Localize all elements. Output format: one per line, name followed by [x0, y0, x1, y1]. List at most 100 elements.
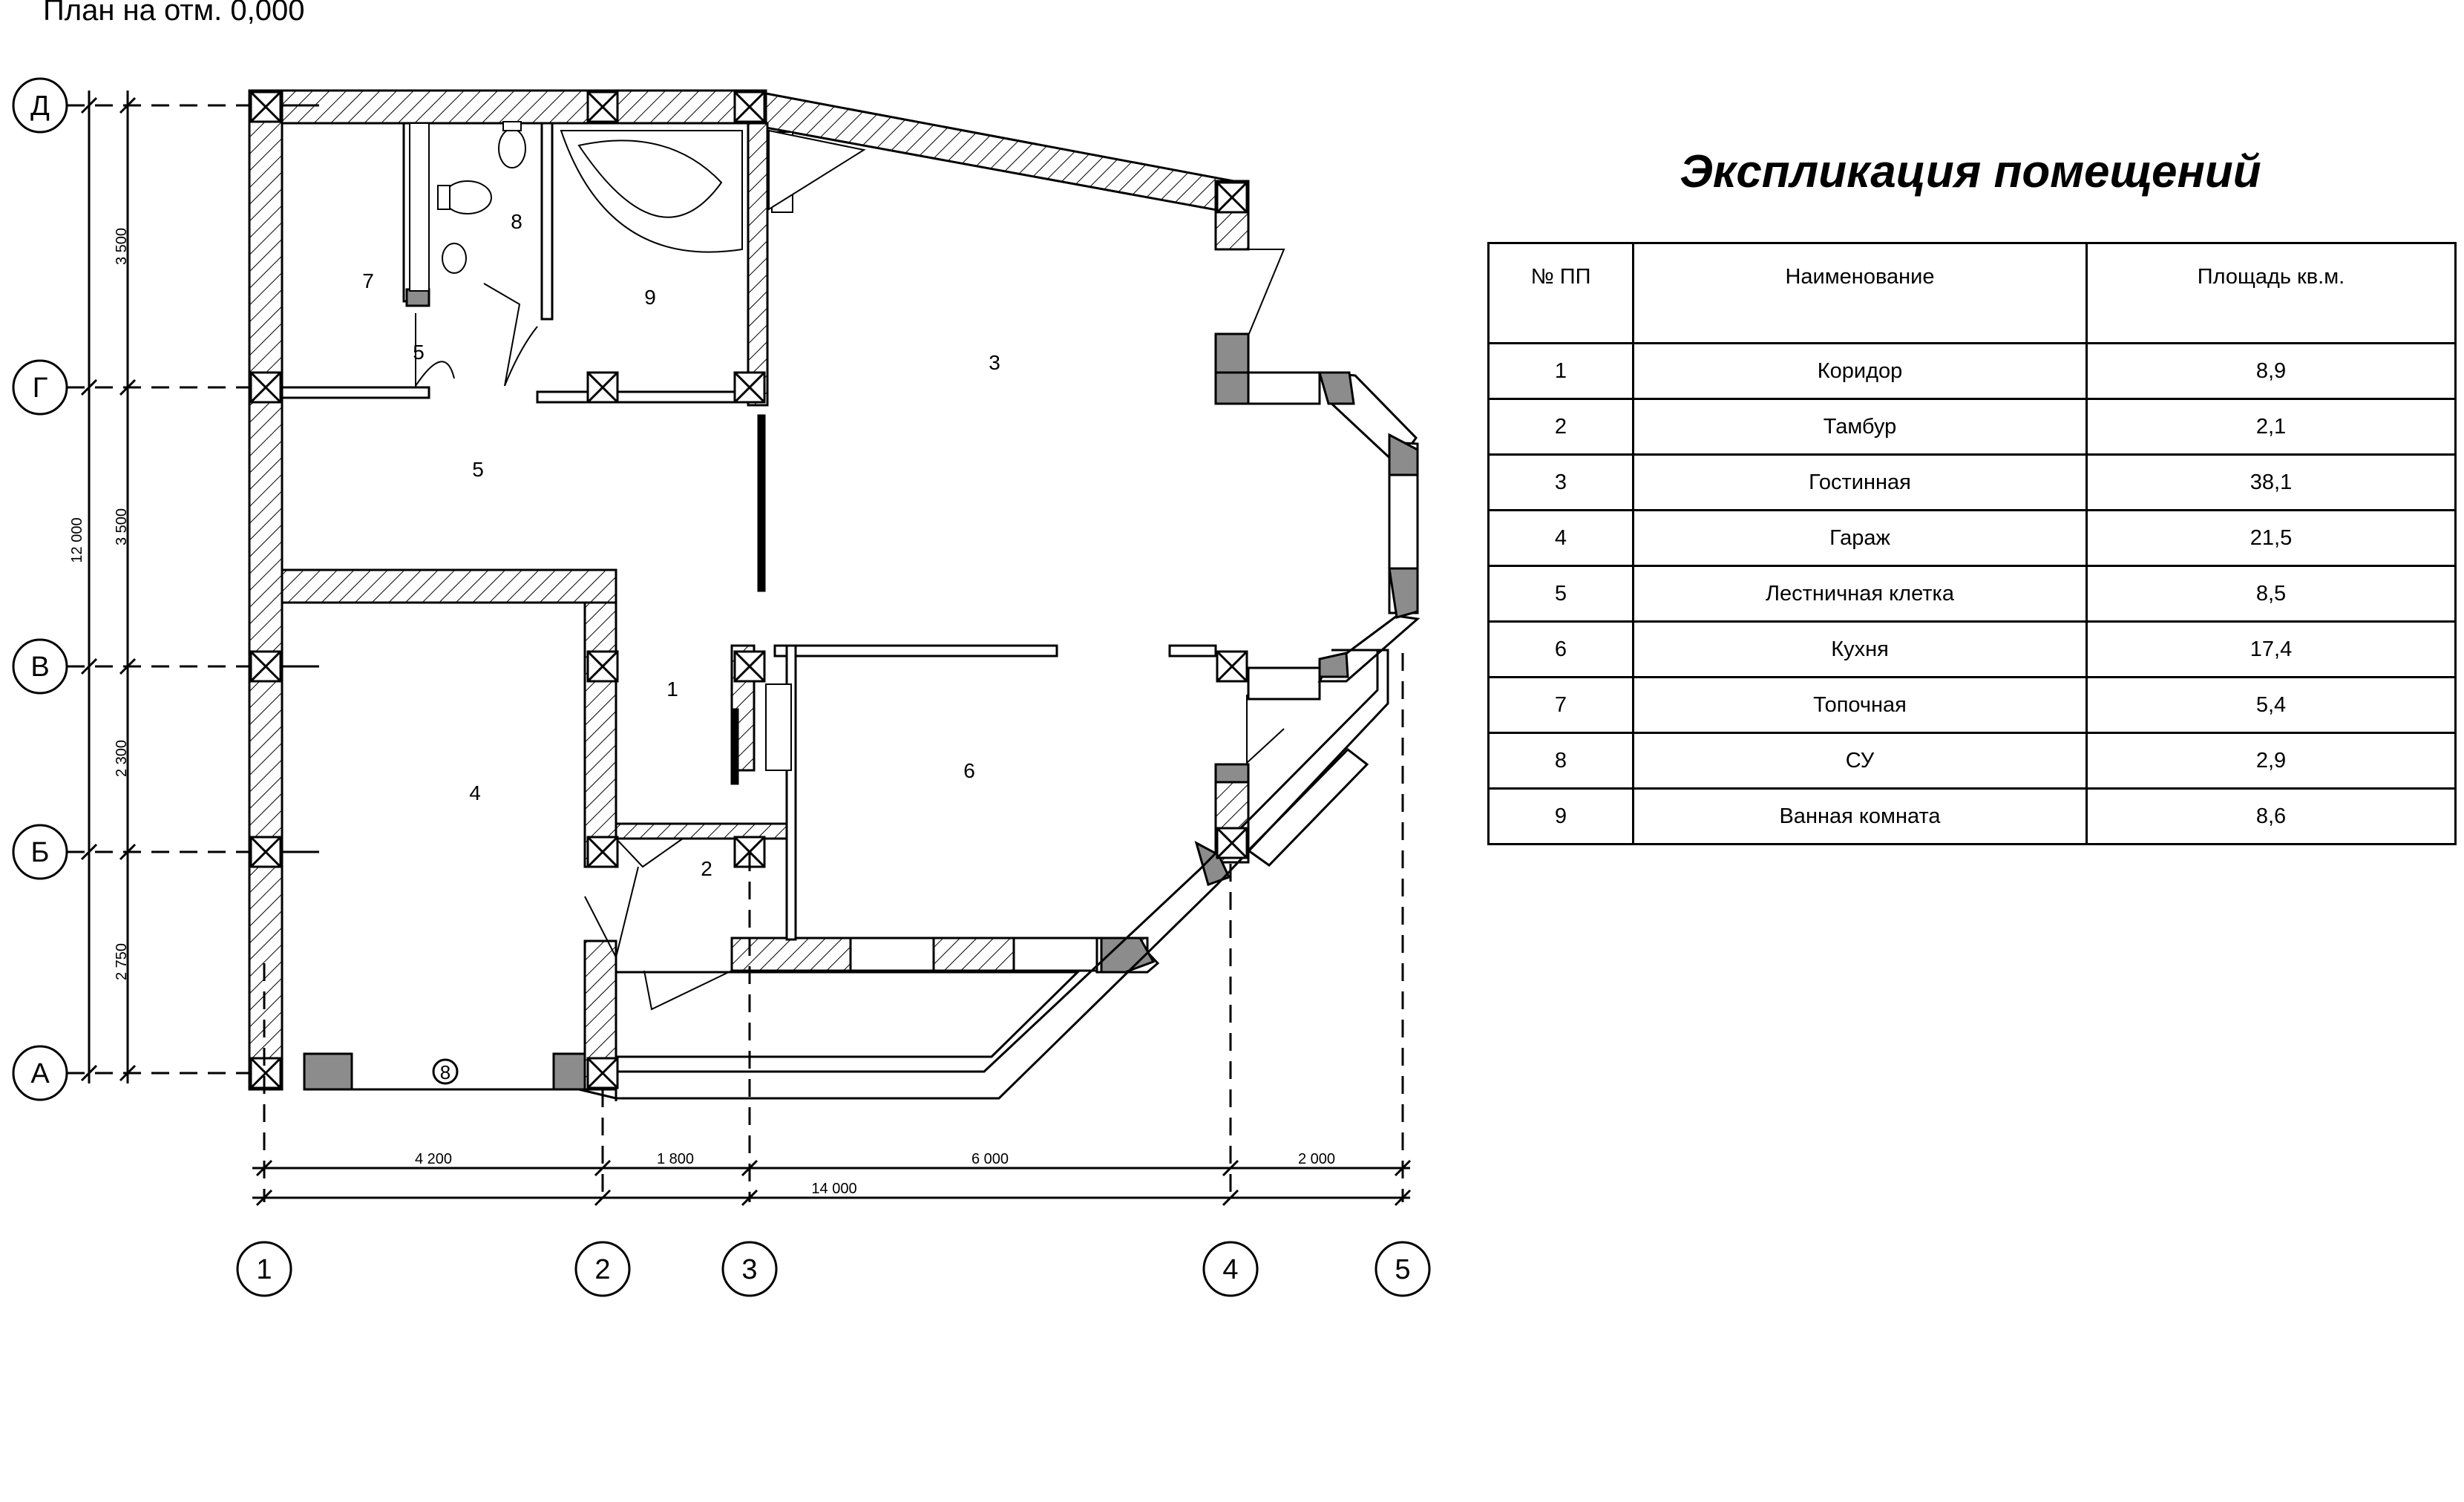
dim-v-4: 2 750 [114, 943, 130, 980]
cell-number: 9 [1487, 787, 1634, 845]
cell-name: Лестничная клетка [1632, 565, 2088, 623]
dim-h-3: 6 000 [971, 1151, 1009, 1167]
column-marker [733, 371, 766, 404]
column-marker [586, 1057, 619, 1089]
cell-area: 2,9 [2085, 732, 2457, 790]
dimension-labels: 3 500 3 500 2 300 2 750 12 000 4 200 1 8… [69, 228, 1335, 1197]
axis-bubble-letter: Б [12, 824, 68, 880]
room-labels: 7 8 5 9 3 5 1 4 6 2 [362, 210, 1000, 880]
room-label-5a: 5 [413, 341, 425, 364]
dim-h-total: 14 000 [811, 1181, 856, 1197]
room-label-8: 8 [511, 210, 522, 233]
axis-label: 5 [1395, 1254, 1410, 1285]
axis-label: А [30, 1058, 50, 1089]
column-marker [249, 91, 282, 123]
room-label-7: 7 [362, 269, 374, 292]
cell-number: 6 [1487, 620, 1634, 678]
column-marker [249, 836, 282, 868]
cell-number: 8 [1487, 732, 1634, 790]
cell-area: 2,1 [2085, 398, 2457, 456]
axis-bubble-number: 5 [1374, 1241, 1431, 1297]
gray-columns [303, 288, 1419, 1091]
cell-area: 21,5 [2085, 509, 2457, 567]
floor-plan-drawing: Д Г В Б А 1 2 3 4 5 3 500 3 500 2 300 2 750 12 00… [12, 77, 1431, 1297]
dim-h-4: 2 000 [1298, 1151, 1335, 1167]
axis-label: 1 [256, 1254, 272, 1285]
cell-name: Коридор [1632, 342, 2088, 400]
column-marker [249, 650, 282, 683]
dim-h-1: 4 200 [415, 1151, 452, 1167]
axis-bubble-letter: А [12, 1045, 68, 1101]
axis-label: Г [33, 373, 48, 404]
column-marker [1216, 181, 1248, 214]
dim-h-2: 1 800 [657, 1151, 694, 1167]
cell-area: 8,9 [2085, 342, 2457, 400]
axis-bubble-letter: Г [12, 359, 68, 416]
column-markers [249, 91, 1248, 1089]
cell-number: 5 [1487, 565, 1634, 623]
column-marker [586, 836, 619, 868]
cell-area: 8,6 [2085, 787, 2457, 845]
cell-name: Гараж [1632, 509, 2088, 567]
room-label-3: 3 [989, 351, 1000, 374]
column-marker [733, 650, 766, 683]
doors [415, 249, 1285, 1011]
cell-name: Гостинная [1632, 453, 2088, 511]
dim-v-2: 3 500 [114, 508, 130, 545]
cell-number: 7 [1487, 676, 1634, 734]
axis-label: В [30, 652, 49, 683]
header-number: № ПП [1487, 242, 1634, 344]
axis-label: Д [30, 91, 50, 122]
axis-bubble-number: 4 [1202, 1241, 1259, 1297]
plan-title: План на отм. 0,000 [43, 0, 305, 27]
axis-label: 3 [741, 1254, 757, 1285]
dim-v-total: 12 000 [69, 517, 85, 563]
axis-label: 2 [594, 1254, 610, 1285]
header-area: Площадь кв.м. [2085, 242, 2457, 344]
cell-area: 17,4 [2085, 620, 2457, 678]
column-marker [586, 371, 619, 404]
axis-bubble-number: 2 [574, 1241, 631, 1297]
cell-number: 1 [1487, 342, 1634, 400]
axis-label: Б [31, 837, 50, 868]
cell-number: 4 [1487, 509, 1634, 567]
column-marker [586, 650, 619, 683]
axis-bubble-letter: В [12, 638, 68, 695]
column-marker [1216, 827, 1248, 859]
axis-bubble-letter: Д [12, 77, 68, 134]
grid-axes [67, 104, 1404, 1202]
dim-v-3: 2 300 [114, 740, 130, 777]
cell-name: Тамбур [1632, 398, 2088, 456]
room-label-4: 4 [469, 781, 481, 804]
header-name: Наименование [1632, 242, 2088, 344]
walls [248, 89, 1250, 1091]
axis-bubbles: Д Г В Б А 1 2 3 4 5 [12, 77, 1431, 1297]
gate-marker: 8 [432, 1058, 459, 1085]
column-marker [1216, 650, 1248, 683]
axis-bubble-number: 3 [721, 1241, 778, 1297]
cell-area: 38,1 [2085, 453, 2457, 511]
table-header-row: № ПП Наименование Площадь кв.м. [1487, 242, 2457, 344]
column-marker [586, 91, 619, 123]
cell-name: Топочная [1632, 676, 2088, 734]
dimension-lines [80, 91, 1412, 1207]
axis-label: 4 [1222, 1254, 1238, 1285]
sanitary-fixtures [409, 121, 866, 771]
cell-number: 3 [1487, 453, 1634, 511]
room-label-9: 9 [644, 286, 656, 309]
column-marker [249, 1057, 282, 1089]
cell-name: Ванная комната [1632, 787, 2088, 845]
room-label-2: 2 [701, 857, 712, 880]
cell-area: 8,5 [2085, 565, 2457, 623]
explication-title: Экспликация помещений [1680, 146, 2261, 197]
gate-marker-label: 8 [440, 1061, 450, 1083]
dim-v-1: 3 500 [114, 228, 130, 265]
